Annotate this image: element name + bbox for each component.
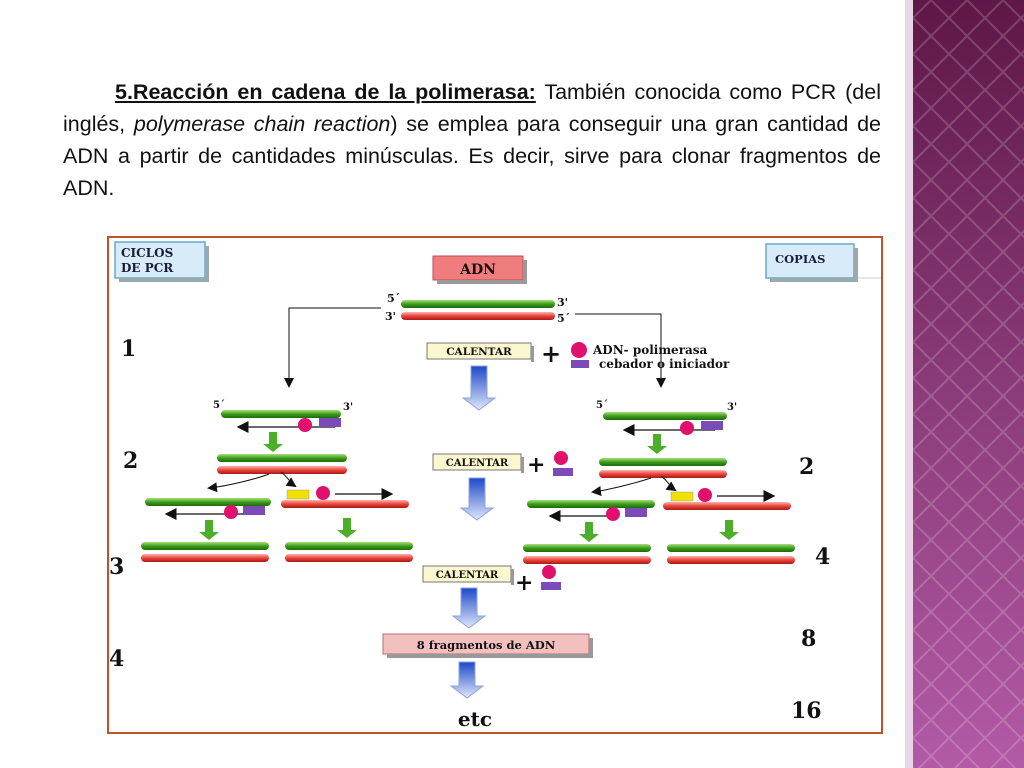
cycle1-left-strands: 5´ 3' [213, 400, 353, 452]
down-arrow-1 [461, 365, 497, 411]
fragments-box: 8 fragmentos de ADN [382, 633, 593, 699]
down-arrow-3 [451, 587, 487, 629]
cycle-number-3: 3 [109, 554, 124, 580]
pcr-diagram: CICLOS DE PCR COPIAS ADN 5´ 3' 3' 5´ + A… [107, 236, 883, 734]
polymerase-icon [571, 342, 587, 358]
plus-sign-1: + [541, 339, 561, 368]
side-divider-line [905, 0, 913, 768]
cycles-label-line1: CICLOS [121, 246, 173, 260]
calentar-label-2: CALENTAR [446, 458, 509, 469]
primer-icon [571, 360, 589, 368]
paragraph-text-2: ) se emplea para conseguir una gran cant… [63, 112, 882, 200]
copy-number-4: 4 [815, 544, 830, 570]
cycle2-right-strands [527, 458, 791, 542]
calentar-label-3: CALENTAR [436, 570, 499, 581]
calentar-box-3: CALENTAR + [422, 565, 561, 629]
adn-label: ADN [459, 262, 496, 278]
copies-label-box: COPIAS [765, 243, 881, 282]
cycles-label-line2: DE PCR [121, 261, 174, 275]
plus-sign-3: + [515, 570, 533, 596]
adn-label-box: ADN [432, 255, 527, 284]
cycle3-products [141, 542, 795, 564]
cycle-number-1: 1 [121, 336, 136, 362]
plus-sign-2: + [527, 452, 545, 478]
cycle1-right-strands: 5´ 3' [596, 400, 737, 454]
cycle2-left-strands [145, 454, 409, 540]
cycle-number-2: 2 [123, 448, 138, 474]
calentar-box-1: CALENTAR [426, 342, 534, 411]
cycle-number-4: 4 [109, 646, 124, 672]
copy-number-8: 8 [801, 626, 816, 652]
cycles-label-box: CICLOS DE PCR [114, 241, 209, 282]
polimerasa-label: ADN- polimerasa [592, 343, 708, 357]
svg-text:3': 3' [727, 402, 737, 413]
copy-number-16: 16 [791, 698, 822, 724]
section-heading: 5.Reacción en cadena de la polimerasa: [115, 80, 536, 104]
reagent-legend: + ADN- polimerasa cebador o iniciador [541, 339, 730, 371]
cebador-label: cebador o iniciador [599, 357, 730, 371]
end-5-top: 5´ [387, 292, 400, 305]
initial-dna-double-strand: 5´ 3' 3' 5´ [385, 292, 570, 325]
copies-label: COPIAS [775, 252, 825, 266]
paragraph-italic: polymerase chain reaction [133, 112, 391, 136]
pcr-paragraph: 5.Reacción en cadena de la polimerasa: T… [63, 76, 881, 204]
svg-text:5´: 5´ [213, 400, 225, 411]
down-arrow-4 [449, 661, 485, 699]
end-3-bottom: 3' [385, 310, 396, 323]
calentar-label-1: CALENTAR [446, 346, 512, 358]
paragraph-text-1: También conocida como PCR (del inglés, [63, 80, 881, 136]
diamond-pattern [913, 0, 1024, 768]
end-5-bottom: 5´ [557, 312, 570, 325]
svg-text:5´: 5´ [596, 400, 608, 411]
calentar-box-2: CALENTAR + [432, 451, 573, 521]
fragments-label: 8 fragmentos de ADN [417, 638, 556, 652]
etc-label: etc [458, 707, 492, 731]
end-3-top: 3' [557, 296, 568, 309]
copy-number-2: 2 [799, 454, 814, 480]
svg-text:3': 3' [343, 402, 353, 413]
split-lines [284, 307, 666, 388]
down-arrow-2 [459, 477, 495, 521]
